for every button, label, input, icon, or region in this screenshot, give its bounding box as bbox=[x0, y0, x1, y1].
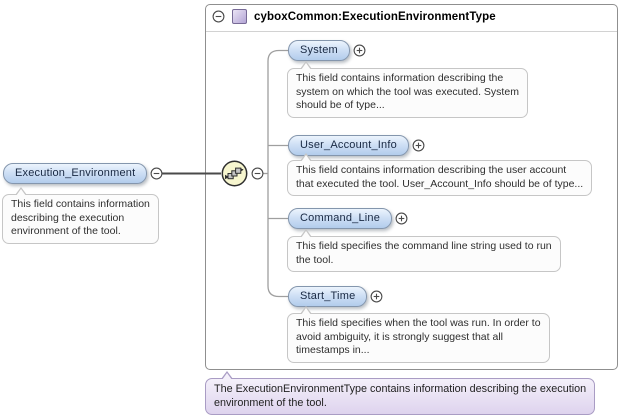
element-label[interactable]: Execution_Environment bbox=[3, 163, 148, 184]
element-label[interactable]: Start_Time bbox=[288, 286, 368, 307]
minus-circle-icon[interactable] bbox=[212, 10, 225, 23]
annotation-command-line-note: This field specifies the command line st… bbox=[287, 229, 561, 272]
element-system[interactable]: System bbox=[288, 40, 366, 61]
type-annotation-note: The ExecutionEnvironmentType contains in… bbox=[205, 371, 596, 415]
annotation-user-account-info-note: This field contains information describi… bbox=[287, 153, 593, 196]
element-command-line[interactable]: Command_Line bbox=[288, 208, 408, 229]
type-header: cyboxCommon:ExecutionEnvironmentType bbox=[212, 8, 496, 25]
element-execution-environment[interactable]: Execution_Environment bbox=[3, 163, 163, 184]
element-label[interactable]: Command_Line bbox=[288, 208, 393, 229]
sequence-compositor-icon[interactable] bbox=[221, 160, 248, 187]
plus-circle-icon[interactable] bbox=[395, 212, 408, 225]
annotation-execution-environment-note: This field contains information describi… bbox=[2, 187, 159, 244]
element-start-time[interactable]: Start_Time bbox=[288, 286, 383, 307]
minus-circle-icon[interactable] bbox=[251, 167, 264, 180]
complex-type-square-icon bbox=[232, 9, 247, 24]
type-title: cyboxCommon:ExecutionEnvironmentType bbox=[254, 10, 496, 23]
plus-circle-icon[interactable] bbox=[353, 44, 366, 57]
element-label[interactable]: User_Account_Info bbox=[288, 135, 409, 156]
minus-circle-icon[interactable] bbox=[150, 167, 163, 180]
plus-circle-icon[interactable] bbox=[412, 139, 425, 152]
element-user-account-info[interactable]: User_Account_Info bbox=[288, 135, 425, 156]
type-header-divider bbox=[206, 31, 617, 32]
annotation-start-time-note: This field specifies when the tool was r… bbox=[287, 306, 550, 363]
plus-circle-icon[interactable] bbox=[370, 290, 383, 303]
element-label[interactable]: System bbox=[288, 40, 350, 61]
annotation-system-note: This field contains information describi… bbox=[287, 61, 528, 118]
